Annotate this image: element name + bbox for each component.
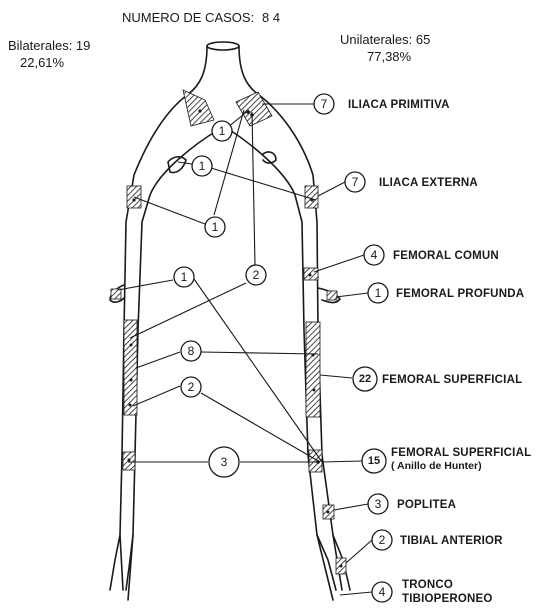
svg-text:1: 1 [199, 159, 206, 173]
occlusion-left-iliaca-primitiva [183, 90, 214, 126]
label-femoral-comun: 4 FEMORAL COMUN [364, 245, 499, 265]
label-poplitea: 3 POPLITEA [368, 494, 456, 514]
svg-text:7: 7 [321, 97, 328, 111]
occlusion-right-profunda [327, 291, 337, 300]
label-femoral-superficial: 22 FEMORAL SUPERFICIAL [353, 367, 522, 391]
svg-text:FEMORAL PROFUNDA: FEMORAL PROFUNDA [396, 288, 524, 300]
label-femoral-profunda: 1 FEMORAL PROFUNDA [368, 283, 524, 303]
bilateral-circle-hunter: 2 [181, 377, 201, 397]
bilateral-circle-femoral-comun: 2 [246, 265, 266, 285]
occlusion-left-femoral-superficial [124, 320, 137, 415]
svg-text:3: 3 [221, 455, 228, 469]
bilateral-circle-profunda: 1 [174, 267, 194, 287]
svg-text:4: 4 [379, 585, 386, 599]
label-femoral-superficial-hunter: 15 FEMORAL SUPERFICIAL ( Anillo de Hunte… [362, 447, 531, 473]
cases-total: 8 4 [262, 10, 280, 25]
svg-text:ILIACA PRIMITIVA: ILIACA PRIMITIVA [348, 99, 450, 111]
svg-text:ILIACA EXTERNA: ILIACA EXTERNA [379, 177, 478, 189]
bilateral-circle-iliaca-externa: 1 [205, 217, 225, 237]
occlusion-right-femoral-superficial [306, 322, 320, 417]
label-tibial-anterior: 2 TIBIAL ANTERIOR [372, 530, 503, 550]
svg-text:FEMORAL SUPERFICIAL: FEMORAL SUPERFICIAL [382, 374, 522, 386]
svg-text:POPLITEA: POPLITEA [397, 499, 456, 511]
bilateral-circle-poplitea: 3 [209, 447, 239, 477]
unilateral-percent: 77,38% [367, 49, 412, 64]
svg-text:8: 8 [188, 344, 195, 358]
bilateral-circle-femoral-superficial: 8 [181, 341, 201, 361]
label-iliaca-primitiva: 7 ILIACA PRIMITIVA [314, 94, 450, 114]
svg-text:2: 2 [253, 268, 260, 282]
unilateral-label: Unilaterales: 65 [340, 32, 430, 47]
svg-text:1: 1 [375, 286, 382, 300]
svg-text:1: 1 [181, 270, 188, 284]
svg-text:2: 2 [379, 533, 386, 547]
svg-text:2: 2 [188, 380, 195, 394]
cases-title: NUMERO DE CASOS: [122, 10, 254, 25]
bilateral-percent: 22,61% [20, 55, 65, 70]
svg-text:1: 1 [212, 220, 219, 234]
leader-lines [118, 104, 372, 595]
svg-text:( Anillo de Hunter): ( Anillo de Hunter) [391, 460, 482, 472]
svg-text:TRONCO: TRONCO [402, 579, 453, 591]
svg-text:FEMORAL SUPERFICIAL: FEMORAL SUPERFICIAL [391, 447, 531, 459]
occlusion-left-profunda [111, 289, 121, 299]
label-tronco-tibioperoneo: 4 TRONCO TIBIOPERONEO [372, 579, 493, 605]
svg-text:3: 3 [375, 497, 382, 511]
bilateral-circle-iliaca-primitiva: 1 [212, 121, 232, 141]
svg-text:22: 22 [359, 373, 371, 385]
bilateral-circle-hipogastrica: 1 [192, 156, 212, 176]
bilateral-label: Bilaterales: 19 [8, 38, 90, 53]
svg-text:15: 15 [368, 455, 380, 467]
label-iliaca-externa: 7 ILIACA EXTERNA [345, 172, 478, 192]
svg-text:FEMORAL COMUN: FEMORAL COMUN [393, 250, 499, 262]
svg-text:TIBIOPERONEO: TIBIOPERONEO [402, 593, 493, 605]
svg-text:4: 4 [371, 248, 378, 262]
svg-text:7: 7 [352, 175, 359, 189]
svg-text:TIBIAL ANTERIOR: TIBIAL ANTERIOR [400, 535, 503, 547]
svg-text:1: 1 [219, 124, 226, 138]
